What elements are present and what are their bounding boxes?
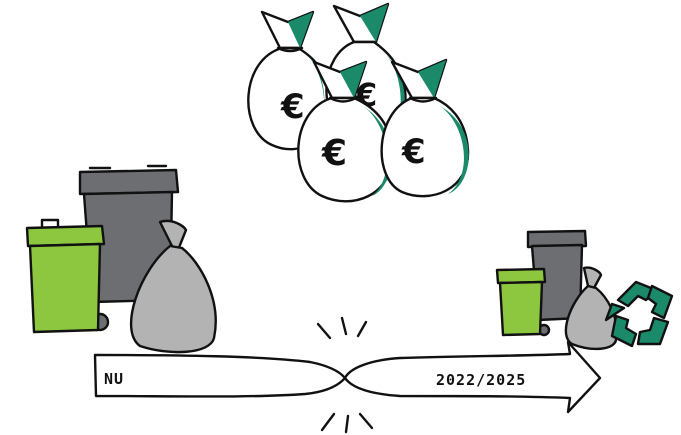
end-label: 2022/2025 — [436, 371, 526, 389]
euro-symbol: € — [321, 133, 347, 174]
green-bin-icon — [27, 220, 104, 332]
waste-group-future — [497, 231, 672, 349]
recycle-icon — [606, 282, 672, 346]
money-bags: € € € € — [248, 4, 468, 201]
waste-group-now — [27, 166, 216, 352]
euro-symbol: € — [401, 132, 426, 172]
start-label: NU — [104, 370, 124, 388]
green-bin-icon — [497, 269, 545, 335]
euro-symbol: € — [280, 87, 305, 127]
